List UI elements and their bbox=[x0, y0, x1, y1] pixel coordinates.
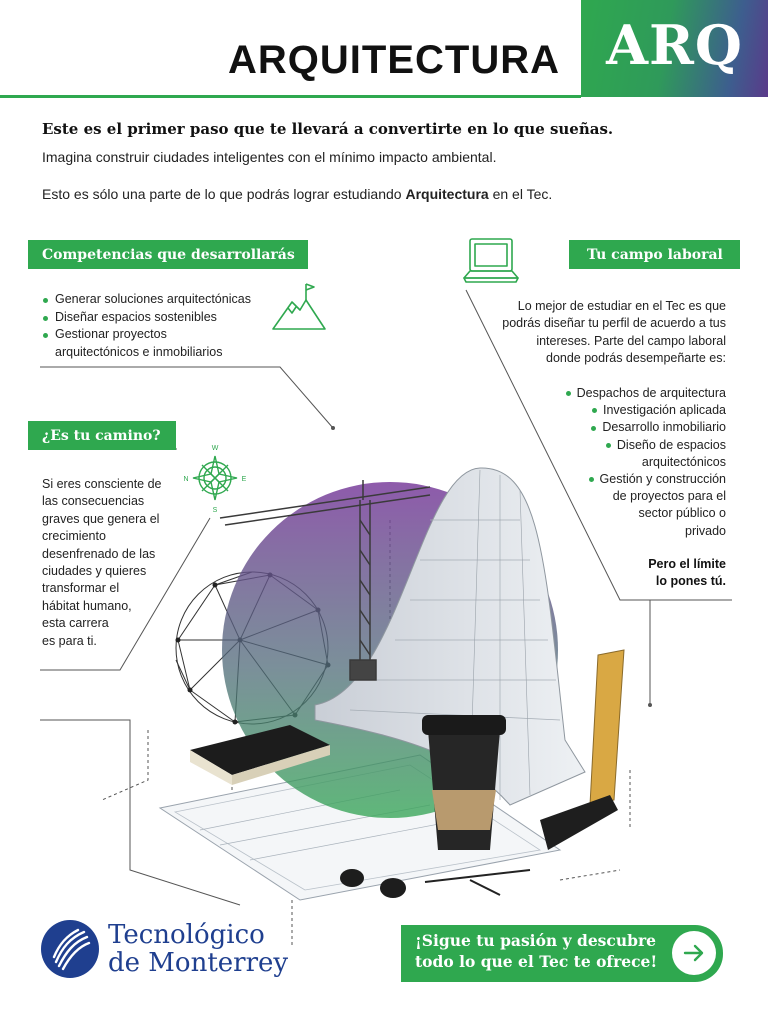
notebook bbox=[190, 725, 330, 785]
camino-heading: ¿Es tu camino? bbox=[28, 421, 176, 450]
tec-wordmark: Tecnológico de Monterrey bbox=[108, 920, 289, 978]
list-item-continuation: sector público o bbox=[638, 506, 726, 521]
cta-line-1: ¡Sigue tu pasión y descubre bbox=[415, 931, 656, 950]
svg-text:W: W bbox=[212, 445, 219, 452]
list-item: Gestionar proyectos bbox=[42, 326, 251, 344]
list-item-continuation: arquitectónicos e inmobiliarios bbox=[55, 344, 223, 359]
program-code: ARQ bbox=[606, 12, 743, 77]
square-ruler bbox=[540, 649, 625, 850]
list-item: Diseñar espacios sostenibles bbox=[42, 309, 251, 327]
campo-heading: Tu campo laboral bbox=[569, 240, 740, 269]
intro-headline: Este es el primer paso que te llevará a … bbox=[42, 120, 614, 138]
list-item-continuation: de proyectos para el bbox=[612, 489, 726, 504]
competencias-list: Generar soluciones arquitectónicas Diseñ… bbox=[42, 291, 251, 361]
intro-line-1: Imagina construir ciudades inteligentes … bbox=[42, 149, 497, 165]
tec-seal-icon bbox=[41, 920, 99, 978]
earbuds bbox=[340, 869, 406, 898]
competencias-heading: Competencias que desarrollarás bbox=[28, 240, 308, 269]
list-item: Gestión y construcción bbox=[486, 471, 726, 488]
arrow-right-icon[interactable] bbox=[672, 931, 716, 975]
coffee-cup bbox=[422, 715, 506, 850]
tec-logo[interactable]: Tecnológico de Monterrey bbox=[40, 918, 288, 980]
mountain-flag-icon bbox=[272, 283, 326, 330]
program-badge: ARQ bbox=[581, 0, 768, 97]
tower-crane bbox=[219, 480, 431, 681]
program-name-bold: Arquitectura bbox=[405, 186, 489, 202]
list-item-continuation: arquitectónicos bbox=[641, 454, 726, 469]
camino-description: Si eres consciente de las consecuencias … bbox=[42, 477, 162, 648]
laptop-icon bbox=[463, 238, 519, 283]
campo-description: Lo mejor de estudiar en el Tec es que po… bbox=[502, 299, 726, 366]
intro-line-2: Esto es sólo una parte de lo que podrás … bbox=[42, 186, 553, 202]
cta-line-2: todo lo que el Tec te ofrece! bbox=[415, 952, 658, 971]
drafting-compass bbox=[424, 869, 531, 896]
svg-text:S: S bbox=[213, 507, 218, 514]
header-divider bbox=[0, 95, 581, 98]
page-title: ARQUITECTURA bbox=[228, 38, 560, 82]
list-item: Desarrollo inmobiliario bbox=[486, 419, 726, 436]
list-item: Despachos de arquitectura bbox=[486, 385, 726, 402]
list-item: Diseño de espacios bbox=[486, 437, 726, 454]
campo-list: Despachos de arquitectura Investigación … bbox=[486, 385, 726, 540]
curved-skyscraper bbox=[314, 467, 586, 806]
list-item-continuation: privado bbox=[685, 523, 726, 538]
svg-text:E: E bbox=[242, 476, 247, 483]
svg-text:N: N bbox=[183, 476, 188, 483]
cta-button[interactable]: ¡Sigue tu pasión y descubre todo lo que … bbox=[401, 925, 723, 982]
compass-rose-icon: W S N E bbox=[183, 445, 247, 514]
list-item: Generar soluciones arquitectónicas bbox=[42, 291, 251, 309]
limit-statement: Pero el límite lo pones tú. bbox=[648, 557, 726, 589]
list-item: Investigación aplicada bbox=[486, 402, 726, 419]
